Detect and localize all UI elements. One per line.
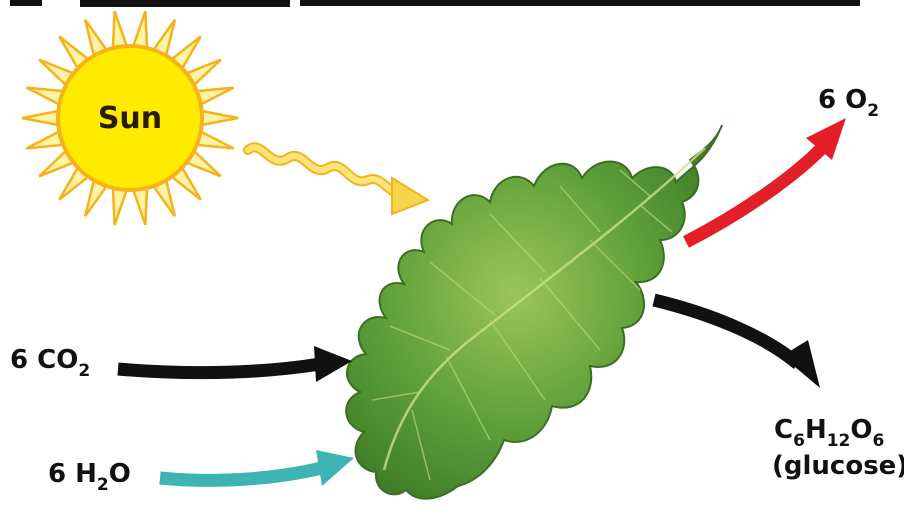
- h2o-arrow: [160, 450, 354, 486]
- co2-arrow: [118, 346, 352, 382]
- sun-icon: Sun: [22, 11, 238, 225]
- o2-label: 6 O2: [818, 85, 879, 121]
- glucose-formula: C6H12O6: [774, 415, 884, 451]
- cut-off-heading: [10, 0, 860, 7]
- glucose-arrow: [654, 300, 820, 388]
- sun-label: Sun: [98, 101, 162, 136]
- o2-arrow: [686, 118, 846, 242]
- co2-label: 6 CO2: [10, 345, 90, 381]
- sunlight-arrow: [248, 147, 428, 214]
- leaf-icon: [346, 125, 722, 499]
- h2o-label: 6 H2O: [48, 459, 131, 495]
- glucose-name: (glucose): [772, 451, 904, 481]
